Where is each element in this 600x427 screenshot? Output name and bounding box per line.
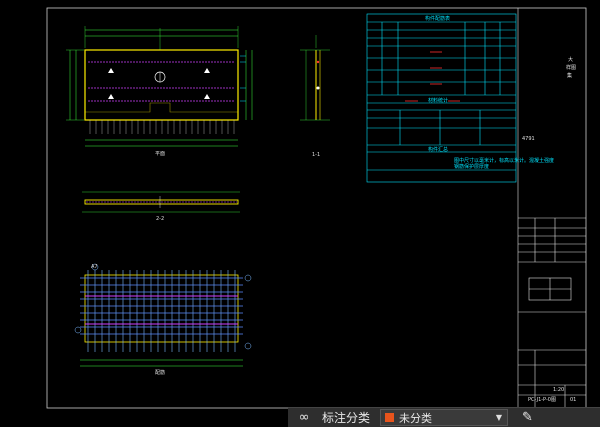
gear-label: A7: [91, 264, 98, 270]
category-select-value: 未分类: [399, 411, 433, 425]
rebar-label: 配筋: [155, 370, 166, 376]
link-icon[interactable]: ∞: [298, 410, 310, 425]
section-label-2: 2-2: [156, 216, 165, 222]
category-color-swatch: [385, 413, 395, 422]
chevron-down-icon[interactable]: ▼: [495, 413, 503, 422]
table-note-1: 图中尺寸以毫米计，标高以米计。混凝土强度: [454, 158, 555, 164]
edit-icon[interactable]: ✎: [522, 410, 533, 425]
rebar-plan: [74, 263, 252, 367]
rebar-table: [366, 13, 517, 183]
annotate-label: 标注分类: [322, 411, 371, 425]
table-header-2: 材料统计: [428, 98, 449, 104]
elevation-view: [82, 191, 240, 213]
title-block: [517, 8, 586, 408]
section-label-1: 1-1: [312, 152, 321, 158]
title-block-sheet: 01: [570, 397, 577, 403]
table-header-1: 构件配筋表: [425, 16, 451, 22]
side-text-3: 集: [567, 73, 573, 79]
title-block-name: PC-J1-P-0图: [528, 397, 556, 403]
plan-label: 平面: [155, 151, 166, 157]
header-note: 4791: [522, 136, 535, 142]
plan-view: [66, 26, 253, 147]
annotation-toolbar: ∞ 标注分类 未分类 ▼ ✎: [288, 407, 600, 427]
table-note-2: 钢筋保护层厚度: [454, 164, 490, 170]
side-text-1: 大: [568, 57, 574, 63]
side-text-2: 样图: [566, 65, 577, 71]
category-select[interactable]: 未分类 ▼: [380, 409, 509, 426]
title-block-scale: 1:20: [553, 387, 565, 393]
table-header-3: 构件汇总: [428, 147, 449, 153]
side-section: [300, 35, 330, 121]
